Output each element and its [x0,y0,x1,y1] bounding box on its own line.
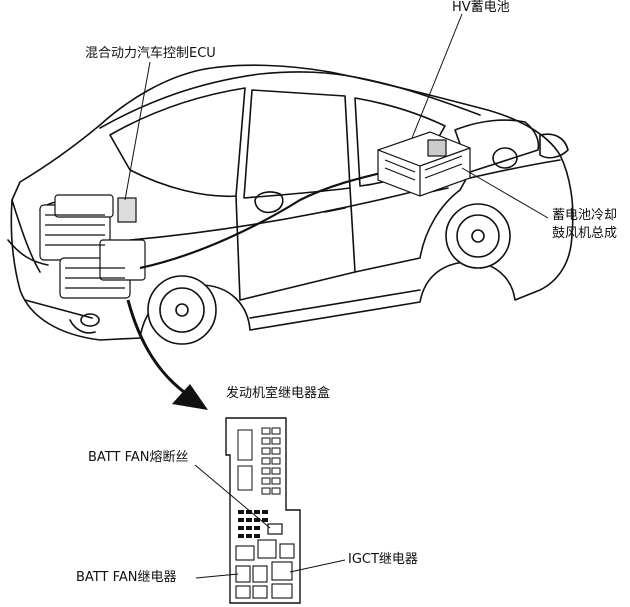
car-fuel-door [492,147,518,169]
hv-battery-assembly [377,131,471,197]
label-battery-blower-line2: 鼓风机总成 [552,226,618,241]
car-front-end [7,199,96,334]
leader-batt-fan-relay [195,573,239,579]
label-batt-fan-fuse: BATT FAN熔断丝 [88,450,189,465]
car-side-line [129,159,561,241]
batt-fan-fuse-slot [267,523,283,535]
label-hybrid-ecu: 混合动力汽车控制ECU [85,46,216,61]
car-fog-light [80,313,100,327]
leader-igct-relay [289,559,346,573]
leader-hybrid-ecu [124,61,151,201]
car-taillight [539,133,569,159]
mid-fuse-slots [238,510,268,538]
car-roof [99,71,481,129]
leader-battery-blower [461,167,549,219]
engine-assembly [39,194,146,299]
leader-batt-fan-fuse [194,464,271,529]
car-rear-window [354,97,446,187]
car-front-door [235,187,356,301]
relay-box [225,417,301,604]
car-windshield [109,87,246,198]
car-sill-line [249,289,421,319]
upper-fuse-slots [237,427,281,495]
hybrid-ecu-box [117,197,137,223]
batt-fan-relay-slot [235,565,251,583]
leader-hv-battery [411,13,463,139]
wiring-harness [139,170,386,270]
pointer-arrow [126,299,189,397]
label-relay-box: 发动机室继电器盒 [226,386,331,401]
car-front-window [243,89,351,199]
relay-box-leader-lines [194,464,346,579]
label-igct-relay: IGCT继电器 [348,552,418,567]
car-mirror [254,191,284,214]
lower-relays [235,539,295,599]
pointer-arrowhead [172,384,208,410]
car-wheels [147,203,511,345]
label-hv-battery: HV蓄电池 [452,0,510,15]
label-battery-blower-line1: 蓄电池冷却 [552,208,618,223]
car-rear-door [354,171,471,273]
car-leader-lines [124,13,549,219]
label-batt-fan-relay: BATT FAN继电器 [76,570,177,585]
car-illustration [7,64,574,341]
igct-relay-slot [271,561,293,581]
car-back-glass [454,119,540,173]
